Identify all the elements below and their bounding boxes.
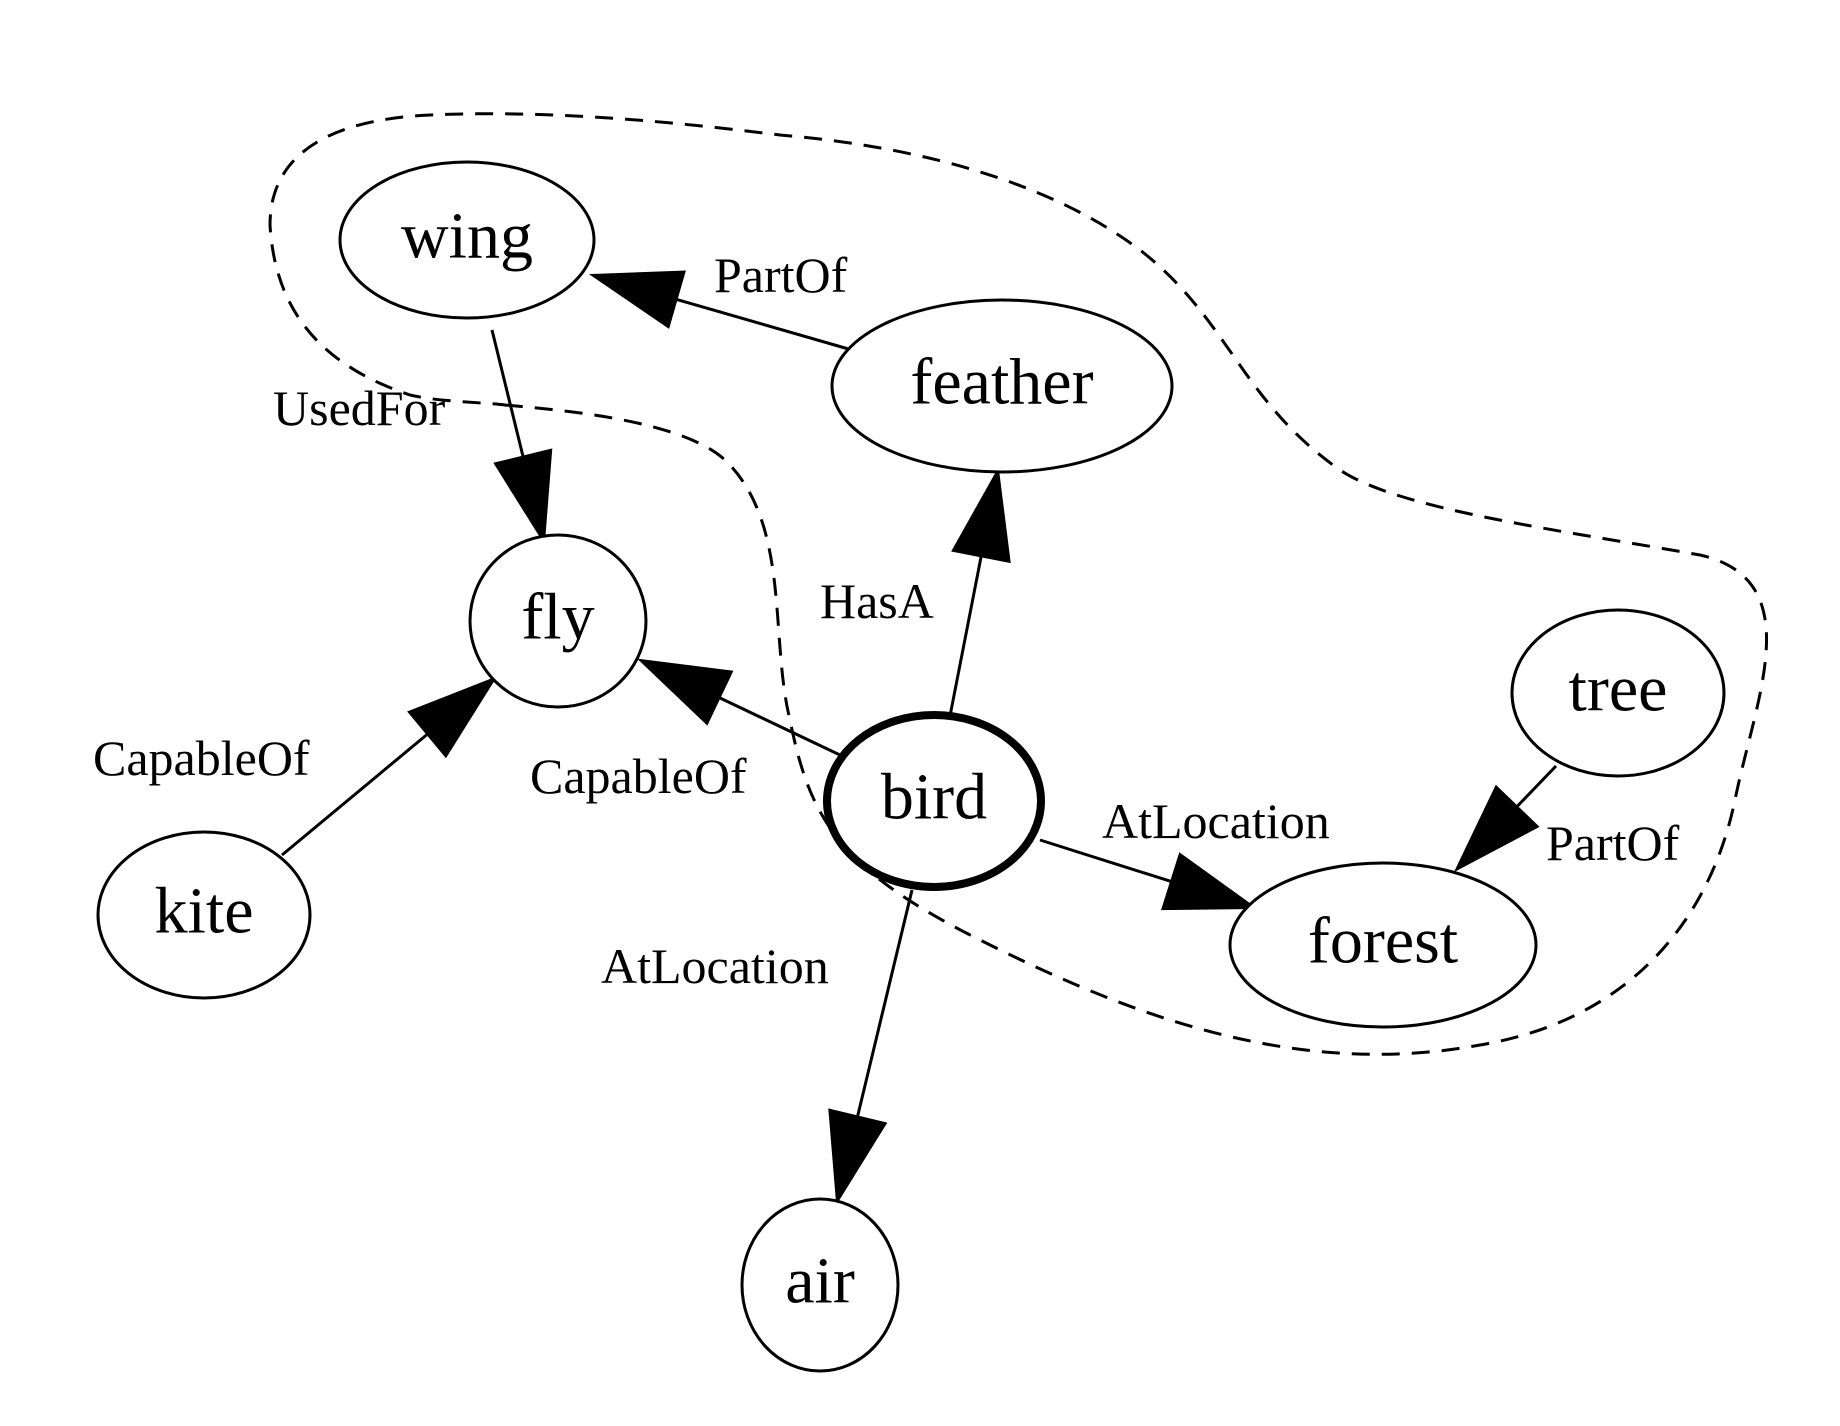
edge-line — [1515, 764, 1558, 808]
node-label-feather: feather — [910, 346, 1093, 419]
edge-line — [490, 329, 525, 457]
arrowhead-icon — [951, 466, 1011, 564]
arrowhead-icon — [407, 675, 498, 759]
node-ellipse — [1228, 861, 1538, 1029]
arrowhead-icon — [1453, 784, 1540, 873]
node-label-kite: kite — [155, 875, 254, 948]
edge-label-kite-fly: CapableOf — [93, 730, 310, 786]
edge-feather-wing — [588, 270, 853, 352]
node-ellipse — [468, 533, 648, 709]
node-kite: kite — [96, 830, 312, 1000]
node-ellipse — [823, 711, 1045, 891]
edge-bird-forest — [1039, 838, 1259, 911]
edge-wing-fly — [490, 329, 553, 546]
edge-label-bird-feather: HasA — [820, 573, 934, 629]
edge-line — [718, 696, 841, 757]
edge-line — [948, 556, 983, 717]
edge-tree-forest — [1453, 764, 1558, 873]
arrowhead-icon — [1160, 852, 1259, 911]
edge-line — [856, 889, 914, 1117]
edge-label-tree-forest: PartOf — [1546, 815, 1680, 871]
node-ellipse — [338, 160, 596, 320]
edge-line — [281, 733, 429, 857]
node-tree: tree — [1510, 608, 1726, 778]
edge-kite-fly — [281, 675, 498, 857]
node-label-wing: wing — [401, 200, 533, 273]
edge-bird-feather — [948, 466, 1011, 717]
node-ellipse — [96, 830, 312, 1000]
node-ellipse — [1510, 608, 1726, 778]
edge-bird-fly — [637, 658, 841, 757]
arrowhead-icon — [493, 448, 553, 546]
node-ellipse — [740, 1197, 900, 1373]
node-label-air: air — [785, 1245, 855, 1318]
node-bird: bird — [823, 711, 1045, 891]
node-label-forest: forest — [1308, 905, 1458, 978]
edge-line — [676, 297, 853, 352]
edge-label-feather-wing: PartOf — [714, 247, 848, 303]
node-feather: feather — [830, 298, 1174, 474]
edge-label-wing-fly: UsedFor — [273, 380, 446, 436]
cluster-outline — [268, 112, 1769, 1056]
node-label-bird: bird — [881, 761, 987, 834]
node-air: air — [740, 1197, 900, 1373]
edge-bird-air — [828, 889, 914, 1206]
edge-line — [1039, 838, 1172, 883]
arrowhead-icon — [637, 658, 734, 726]
node-wing: wing — [338, 160, 596, 320]
node-label-fly: fly — [521, 581, 594, 654]
arrowhead-icon — [828, 1108, 888, 1206]
edge-label-bird-air: AtLocation — [601, 938, 829, 994]
arrowhead-icon — [588, 270, 686, 329]
edge-label-bird-forest: AtLocation — [1102, 793, 1330, 849]
node-ellipse — [830, 298, 1174, 474]
node-fly: fly — [468, 533, 648, 709]
node-label-tree: tree — [1569, 653, 1668, 726]
edge-label-bird-fly: CapableOf — [530, 748, 747, 804]
node-forest: forest — [1228, 861, 1538, 1029]
